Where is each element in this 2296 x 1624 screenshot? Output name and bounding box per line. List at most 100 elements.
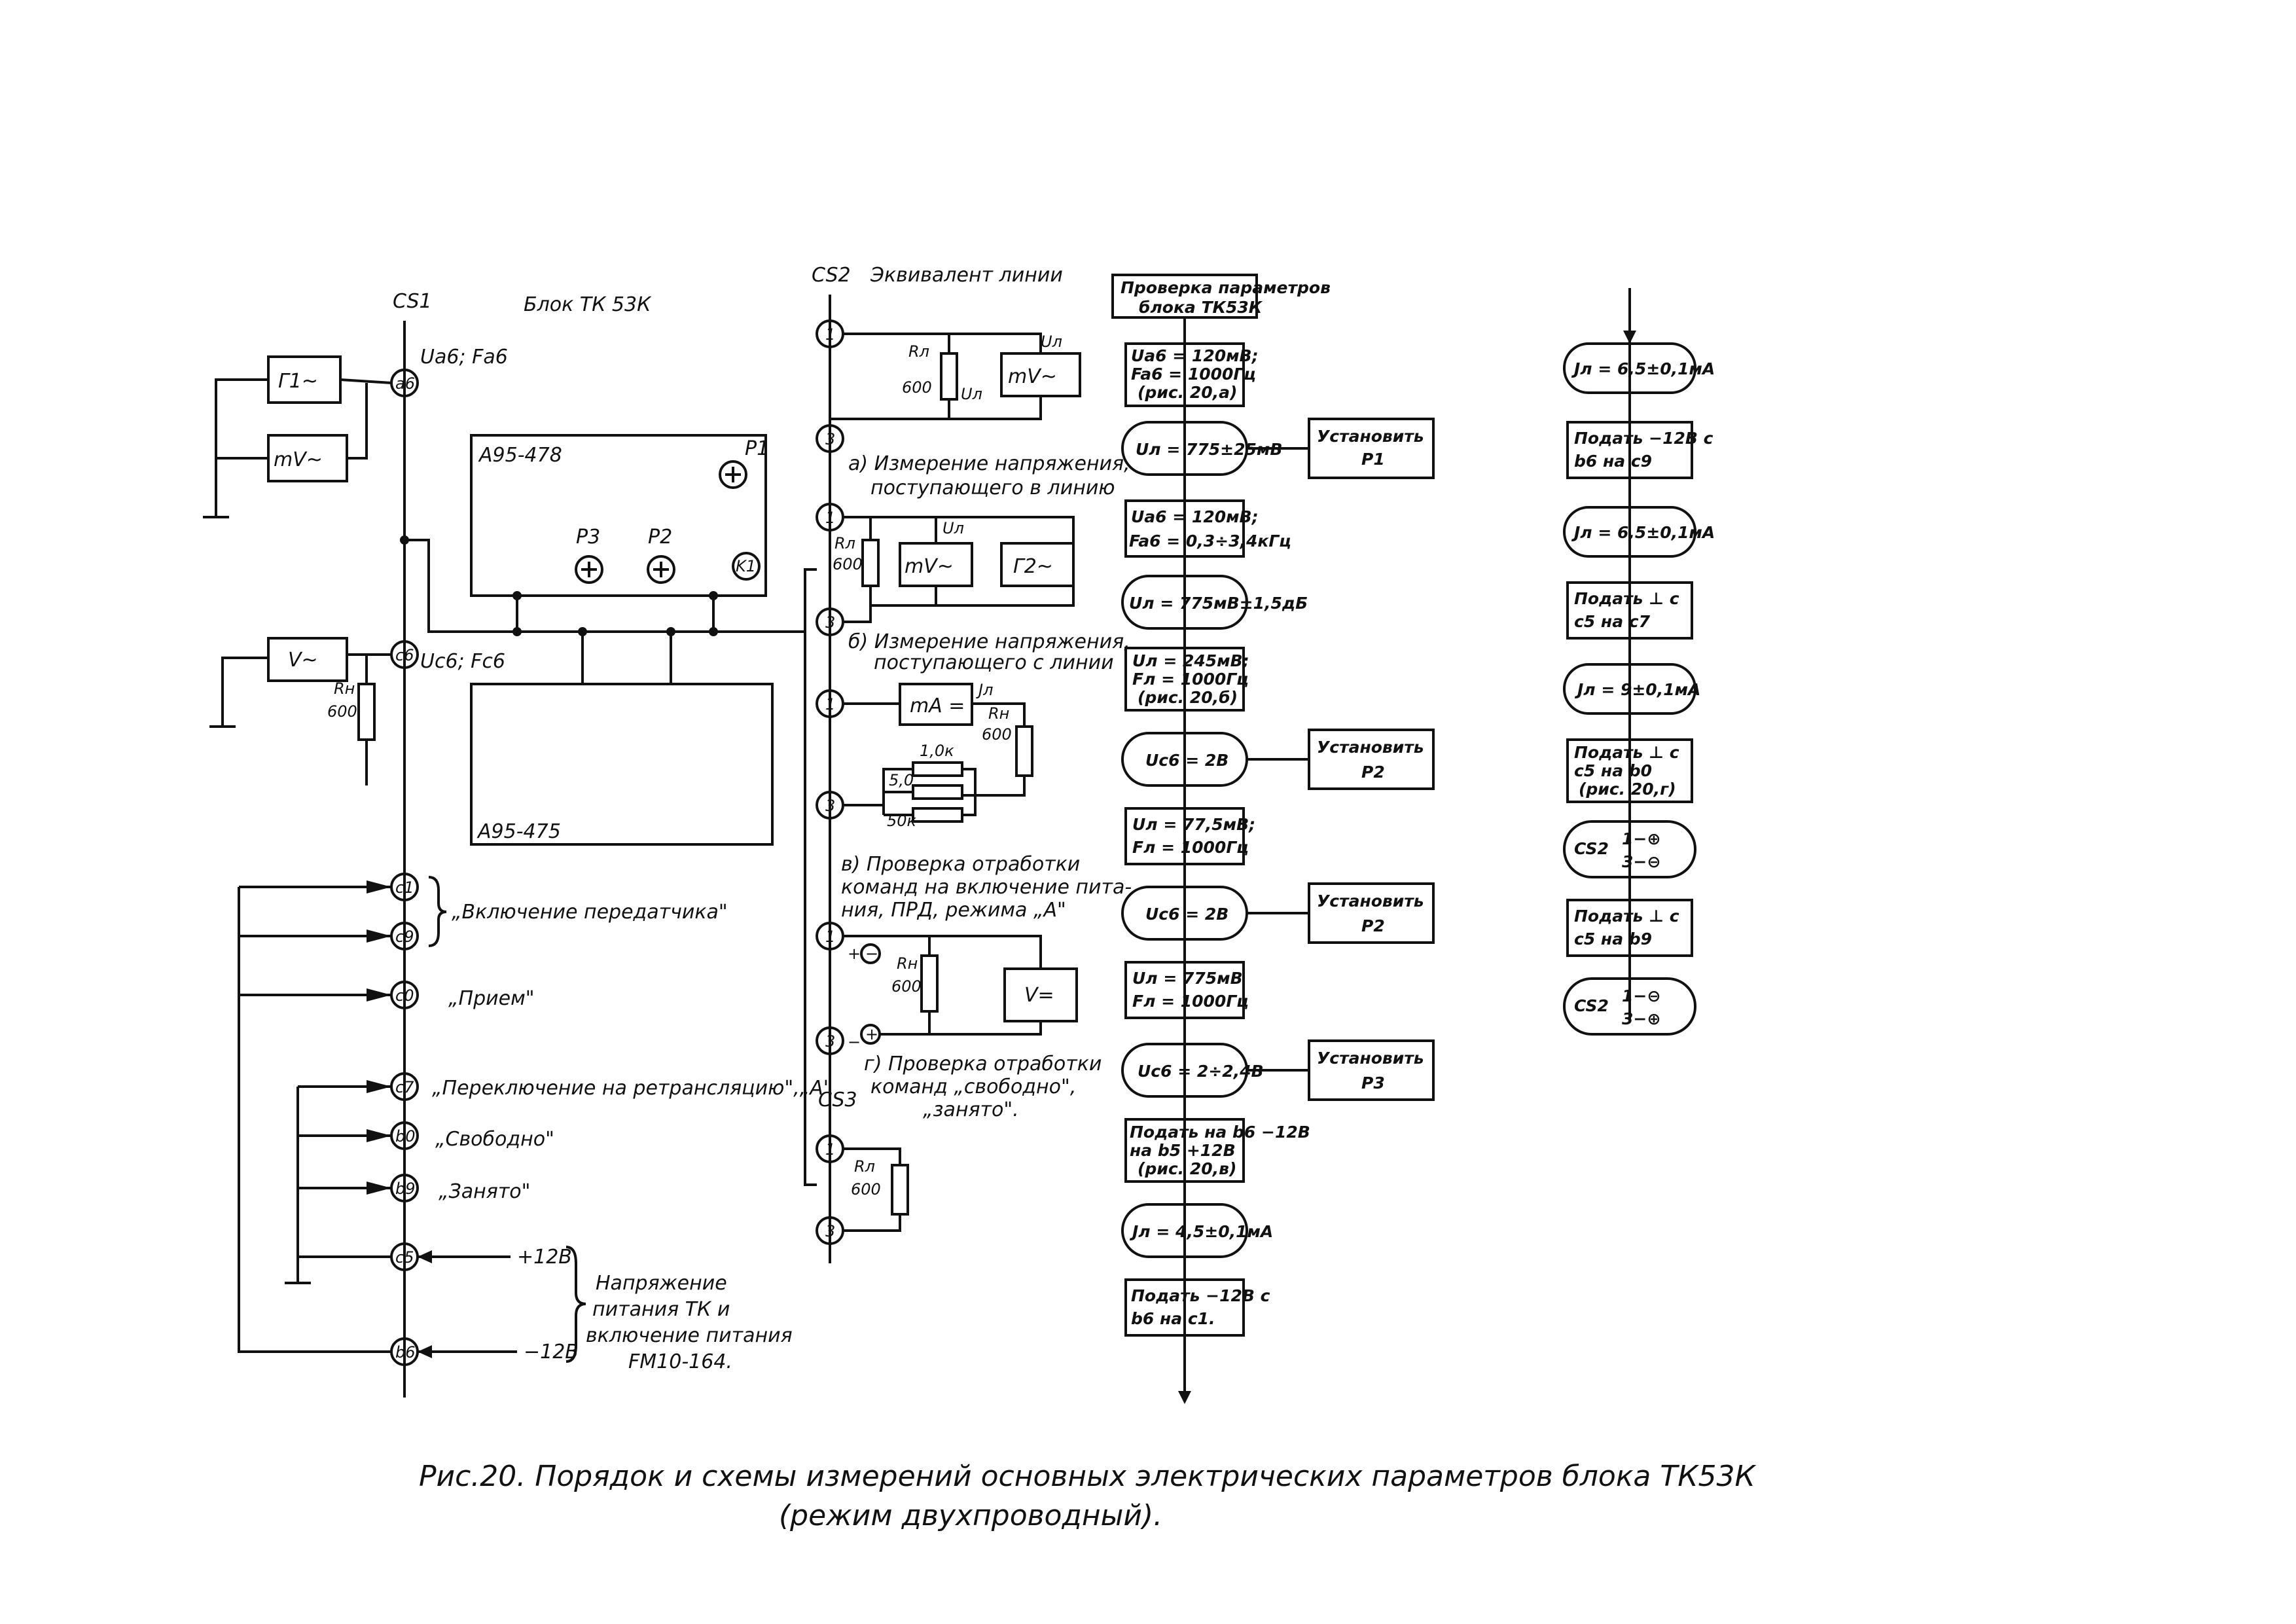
svg-text:Fa6 = 1000Гц: Fa6 = 1000Гц (1131, 365, 1256, 384)
wire-gen1-ground (215, 378, 268, 517)
wire-board-cs2 (804, 568, 817, 632)
plus12-label: +12В (517, 1246, 572, 1269)
rl-b-value: 600 (833, 555, 863, 573)
svg-text:1−⊕: 1−⊕ (1622, 829, 1660, 848)
uc6-label: Uc6; Fc6 (420, 650, 505, 673)
svg-text:−: − (865, 945, 878, 963)
jl-c-label: Jл (976, 681, 993, 699)
svg-text:Uc6 = 2÷2,4В: Uc6 = 2÷2,4В (1138, 1062, 1264, 1081)
svg-text:Jл = 6,5±0,1мА: Jл = 6,5±0,1мА (1571, 523, 1715, 542)
svg-text:(рис. 20,г): (рис. 20,г) (1579, 780, 1676, 799)
r-1k-label: 1,0к (920, 742, 954, 760)
svg-text:1: 1 (825, 1140, 835, 1159)
svg-text:питания ТК и: питания ТК и (592, 1298, 730, 1321)
caption-line-1: Рис.20. Порядок и схемы измерений основн… (419, 1460, 1756, 1493)
p3-label: P3 (576, 526, 600, 549)
flow1-step-2 (1124, 499, 1245, 558)
rl-a-value: 600 (902, 378, 932, 397)
svg-text:1: 1 (825, 509, 835, 527)
svg-text:команд на включение пита-: команд на включение пита- (841, 876, 1132, 899)
svg-text:включение питания: включение питания (586, 1324, 793, 1347)
svg-text:Uл = 775мВ: Uл = 775мВ (1132, 969, 1243, 988)
r-50k-label: 50к (887, 812, 917, 830)
svg-text:+: + (865, 1025, 878, 1043)
ma-meter-label: mA = (910, 695, 965, 717)
caption-line-2: (режим двухпроводный). (779, 1499, 1162, 1532)
svg-text:с5 на b0: с5 на b0 (1574, 761, 1652, 780)
svg-text:а6: а6 (395, 374, 415, 393)
generator-2-box (1000, 542, 1075, 587)
svg-text:1: 1 (825, 695, 835, 713)
flow1-step-5 (1124, 961, 1245, 1019)
svg-text:3−⊕: 3−⊕ (1622, 1009, 1660, 1028)
brace-power (565, 1246, 586, 1363)
svg-text:поступающего с линии: поступающего с линии (874, 651, 1114, 674)
svg-text:в) Проверка отработки: в) Проверка отработки (841, 853, 1080, 876)
mv-meter-2-label: mV~ (1008, 365, 1057, 388)
generator-1-label: Г1~ (278, 370, 318, 393)
svg-text:с0: с0 (395, 986, 414, 1005)
wire-v-ground (221, 657, 268, 727)
ul-b-label: Uл (942, 519, 964, 537)
rd-label: Rн (897, 954, 918, 973)
note-b: б) Измерение напряжения, поступающего с … (848, 630, 1130, 674)
svg-text:Jл = 9±0,1мА: Jл = 9±0,1мА (1574, 680, 1700, 699)
svg-text:Подать −12В с: Подать −12В с (1131, 1286, 1270, 1305)
resistor-rl-a (940, 352, 958, 401)
svg-text:команд „свободно",: команд „свободно", (870, 1075, 1076, 1098)
wire-c5-ground-bus (296, 1087, 391, 1258)
flow2-decision-3 (1563, 663, 1696, 715)
svg-text:с1: с1 (395, 878, 414, 897)
svg-text:с5 на с7: с5 на с7 (1574, 612, 1651, 631)
flow1-action-3 (1308, 729, 1435, 790)
svg-text:Напряжение: Напряжение (596, 1272, 727, 1295)
svg-text:+: + (848, 945, 861, 963)
svg-text:P1: P1 (1361, 450, 1385, 469)
resistor-5k (912, 784, 963, 800)
board-a95-475-label: А95-475 (476, 820, 561, 843)
svg-text:а) Измерение напряжения,: а) Измерение напряжения, (848, 452, 1130, 475)
p1-label: P1 (745, 437, 769, 460)
svg-text:1: 1 (825, 928, 835, 946)
svg-text:(рис. 20,б): (рис. 20,б) (1138, 688, 1238, 707)
rl-e-label: Rл (854, 1157, 875, 1176)
svg-text:б) Измерение напряжения,: б) Измерение напряжения, (848, 630, 1130, 653)
block-title: Блок ТК 53К (524, 293, 652, 316)
flow1-step-6 (1124, 1118, 1245, 1183)
rn-1-label: Rн (334, 679, 355, 698)
flow2-decision-1 (1563, 342, 1696, 394)
svg-text:3−⊖: 3−⊖ (1622, 852, 1660, 871)
power-note: Напряжение питания ТК и включение питани… (586, 1272, 793, 1373)
svg-text:3: 3 (825, 430, 835, 448)
flow1-action-5 (1308, 1039, 1435, 1101)
svg-text:b6: b6 (395, 1343, 416, 1362)
note-a: а) Измерение напряжения, поступающего в … (848, 452, 1130, 499)
rl-b-label: Rл (834, 534, 855, 552)
svg-text:г) Проверка отработки: г) Проверка отработки (864, 1053, 1102, 1075)
svg-text:1−⊖: 1−⊖ (1622, 986, 1660, 1005)
rn-2-value: 600 (982, 725, 1012, 744)
svg-text:P2: P2 (1361, 763, 1385, 782)
svg-text:Ua6 = 120мВ;: Ua6 = 120мВ; (1131, 346, 1259, 365)
svg-text:„занято".: „занято". (923, 1098, 1019, 1121)
flow1-step-3 (1124, 647, 1245, 712)
svg-text:CS2: CS2 (1574, 996, 1609, 1015)
flow2-step-1 (1566, 421, 1693, 479)
r-5k-label: 5,0 (889, 771, 914, 789)
svg-text:3: 3 (825, 1222, 835, 1240)
svg-text:Jл = 4,5±0,1мА: Jл = 4,5±0,1мА (1129, 1222, 1273, 1241)
note-d: г) Проверка отработки команд „свободно",… (864, 1053, 1102, 1121)
flow2-step-3 (1566, 738, 1693, 803)
svg-text:с9: с9 (395, 928, 414, 946)
v-dc-meter-label: V= (1024, 984, 1054, 1007)
cs2-label: CS2 (812, 264, 851, 287)
svg-text:P2: P2 (1361, 916, 1385, 935)
svg-text:Подать на b6 −12В: Подать на b6 −12В (1130, 1123, 1310, 1142)
svg-text:Uл = 77,5мВ;: Uл = 77,5мВ; (1132, 815, 1255, 834)
flow1-step-1 (1124, 342, 1245, 407)
svg-text:Jл = 6,5±0,1мА: Jл = 6,5±0,1мА (1571, 359, 1715, 378)
pot-p1 (719, 460, 747, 489)
mv-meter-3-label: mV~ (905, 555, 954, 578)
svg-text:P3: P3 (1361, 1074, 1385, 1092)
